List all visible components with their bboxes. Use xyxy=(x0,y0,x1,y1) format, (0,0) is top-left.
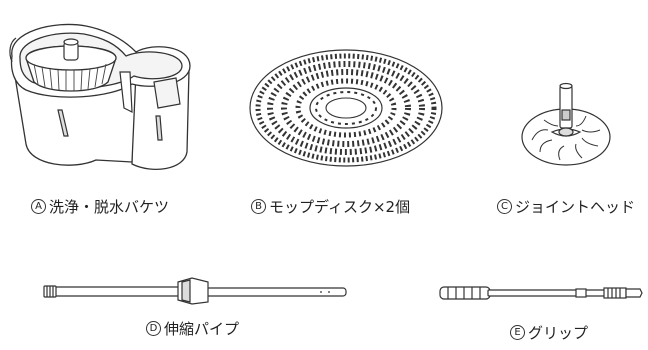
grip-icon xyxy=(439,286,643,300)
mop-disc-illustration xyxy=(246,48,446,168)
part-letter-badge: C xyxy=(497,199,512,214)
part-letter-badge: A xyxy=(31,199,46,214)
part-name: ジョイントヘッド xyxy=(515,198,636,216)
part-letter-badge: B xyxy=(251,199,266,214)
grip-illustration xyxy=(436,280,646,306)
telescopic-pipe-illustration xyxy=(40,272,350,308)
joint-head-icon xyxy=(521,82,611,166)
part-name: 伸縮パイプ xyxy=(164,320,240,338)
bucket-icon xyxy=(9,23,191,170)
part-b-label: B モップディスク×2個 xyxy=(251,196,410,217)
part-c-label: C ジョイントヘッド xyxy=(497,196,635,217)
part-name: モップディスク×2個 xyxy=(269,198,411,216)
mop-disc-icon xyxy=(249,49,443,167)
bucket-illustration xyxy=(4,12,194,182)
part-e-label: E グリップ xyxy=(510,322,588,343)
part-name: 洗浄・脱水バケツ xyxy=(49,198,170,216)
part-name: グリップ xyxy=(528,324,589,342)
part-letter-badge: D xyxy=(146,321,161,336)
part-d-label: D 伸縮パイプ xyxy=(146,318,239,339)
joint-head-illustration xyxy=(516,82,616,182)
part-a-label: A 洗浄・脱水バケツ xyxy=(31,196,169,217)
part-letter-badge: E xyxy=(510,325,525,340)
telescopic-pipe-icon xyxy=(43,277,347,305)
